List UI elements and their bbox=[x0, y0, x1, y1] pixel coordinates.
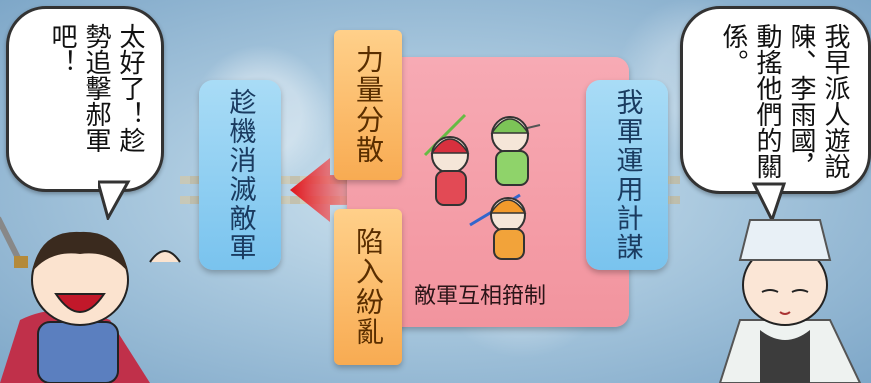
speech-bubble-left: 太好了！趁勢追擊郝軍吧！ bbox=[6, 6, 164, 192]
general-character-illustration bbox=[0, 216, 181, 383]
bubble-tail-right bbox=[751, 182, 787, 222]
cause-box-2: 陷入紛亂 bbox=[334, 209, 402, 365]
speech-right-text: 我早派人遊說陳、李雨國，動搖他們的關係。 bbox=[718, 23, 850, 179]
cause-box-1: 力量分散 bbox=[334, 30, 402, 180]
strategist-character-illustration bbox=[718, 219, 862, 383]
effect-label: 敵軍互相箝制 bbox=[414, 284, 547, 309]
cause-2-label: 陷入紛亂 bbox=[352, 227, 385, 347]
arrow-icon bbox=[290, 158, 368, 222]
cause-source-box: 我軍運用計謀 bbox=[586, 80, 668, 270]
result-label: 趁機消滅敵軍 bbox=[224, 88, 256, 262]
speech-bubble-right: 我早派人遊說陳、李雨國，動搖他們的關係。 bbox=[680, 6, 871, 194]
cause-1-label: 力量分散 bbox=[352, 45, 385, 165]
bubble-tail-left bbox=[98, 180, 131, 220]
fighting-soldiers-illustration bbox=[423, 113, 541, 260]
speech-left-text: 太好了！趁勢追擊郝軍吧！ bbox=[47, 23, 145, 153]
result-box: 趁機消滅敵軍 bbox=[199, 80, 281, 270]
cause-source-label: 我軍運用計謀 bbox=[611, 88, 643, 262]
